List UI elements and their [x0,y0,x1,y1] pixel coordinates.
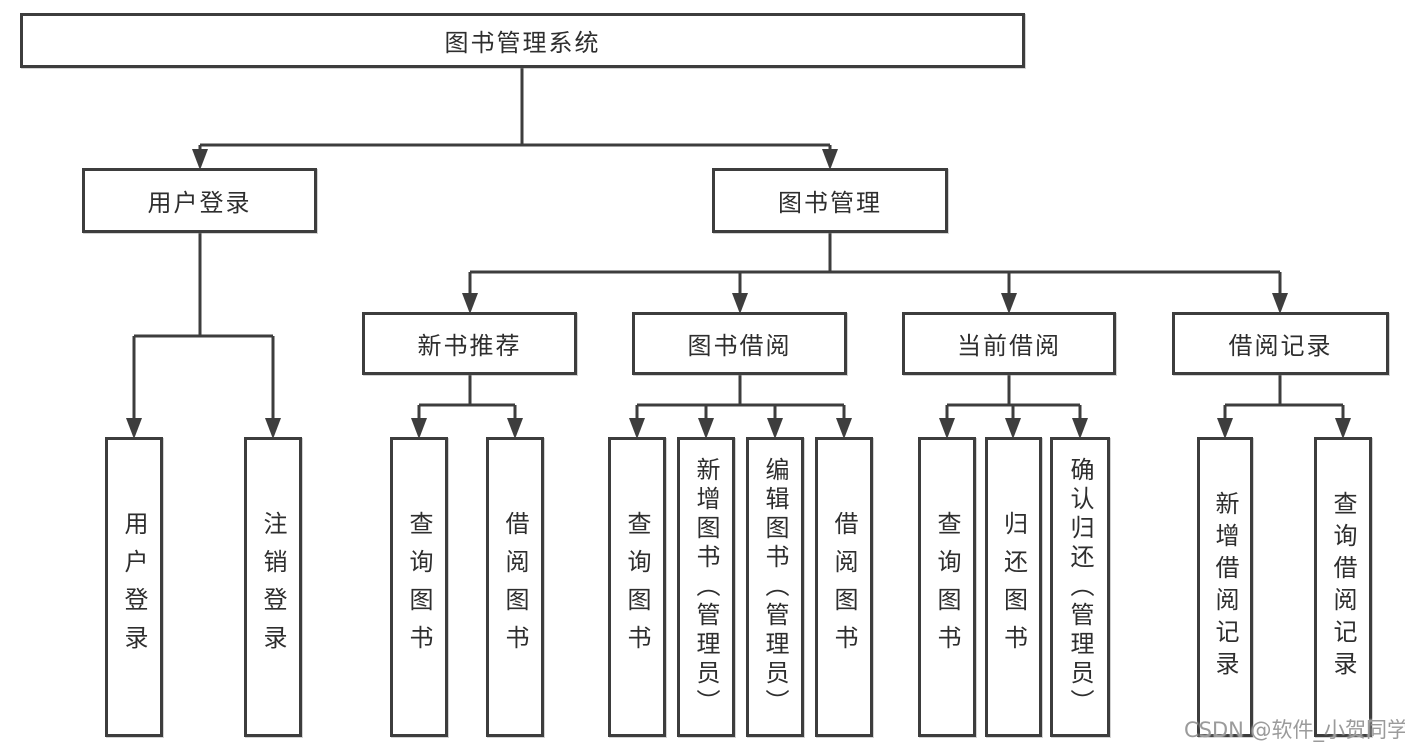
node-book-management-label: 图书管理 [778,189,882,217]
node-user-login-label: 用户登录 [147,189,252,217]
leaf-current-query-book: 查询图书 [918,437,976,737]
watermark: CSDN @软件_小贺同学 [1184,718,1405,742]
node-new-book-recommend: 新书推荐 [362,312,577,375]
leaf-records-add-record-label: 新增借阅记录 [1211,491,1239,683]
node-current-borrowing-label: 当前借阅 [957,332,1061,360]
leaf-logout-label: 注销登录 [259,511,287,663]
leaf-borrow-edit-book-admin: 编辑图书（管理员） [746,437,804,737]
leaf-borrow-add-book-admin-label: 新增图书（管理员） [692,456,720,718]
node-user-login: 用户登录 [82,168,317,233]
node-new-book-recommend-label: 新书推荐 [417,332,522,360]
leaf-borrow-edit-book-admin-label: 编辑图书（管理员） [761,456,789,718]
leaf-current-query-book-label: 查询图书 [933,511,961,663]
node-borrowing-records-label: 借阅记录 [1228,332,1333,360]
node-root: 图书管理系统 [20,13,1025,68]
leaf-borrow-borrow-book: 借阅图书 [815,437,873,737]
node-book-borrowing-label: 图书借阅 [687,332,792,360]
leaf-newrec-query-book: 查询图书 [390,437,448,737]
leaf-borrow-add-book-admin: 新增图书（管理员） [677,437,735,737]
leaf-newrec-borrow-book-label: 借阅图书 [501,511,529,663]
node-root-label: 图书管理系统 [444,29,601,57]
leaf-newrec-query-book-label: 查询图书 [405,511,433,663]
leaf-current-confirm-return-admin-label: 确认归还（管理员） [1066,456,1094,718]
node-book-management: 图书管理 [712,168,948,233]
leaf-records-add-record: 新增借阅记录 [1197,437,1253,737]
leaf-user-login-label: 用户登录 [120,511,148,663]
leaf-borrow-query-book: 查询图书 [608,437,666,737]
node-current-borrowing: 当前借阅 [902,312,1116,375]
node-book-borrowing: 图书借阅 [632,312,847,375]
leaf-records-query-record-label: 查询借阅记录 [1329,491,1357,683]
leaf-borrow-borrow-book-label: 借阅图书 [830,511,858,663]
leaf-borrow-query-book-label: 查询图书 [623,511,651,663]
arrowheads [126,149,1351,439]
leaf-newrec-borrow-book: 借阅图书 [486,437,544,737]
leaf-current-return-book: 归还图书 [985,437,1042,737]
leaf-current-return-book-label: 归还图书 [999,511,1028,663]
leaf-logout: 注销登录 [244,437,302,737]
leaf-records-query-record: 查询借阅记录 [1314,437,1372,737]
leaf-user-login: 用户登录 [105,437,163,737]
leaf-current-confirm-return-admin: 确认归还（管理员） [1050,437,1110,737]
node-borrowing-records: 借阅记录 [1172,312,1389,375]
